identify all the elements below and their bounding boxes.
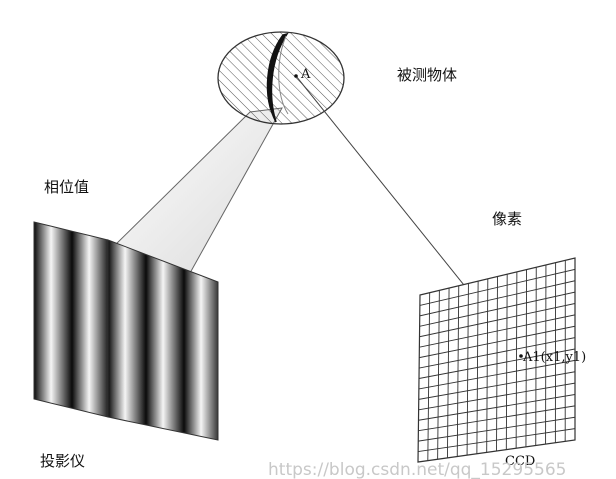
label-phase-value: 相位值	[44, 178, 89, 196]
ccd-grid-line	[418, 416, 575, 442]
watermark-text: https://blog.csdn.net/qq_15295565	[268, 460, 566, 479]
point-a-marker	[294, 74, 298, 78]
ccd-grid-line	[419, 303, 575, 338]
ccd-grid-line	[419, 325, 575, 359]
ccd-grid-line	[419, 268, 575, 306]
ccd-grid-line	[418, 394, 575, 421]
point-a1-marker	[519, 354, 523, 358]
ccd-grid-line	[418, 382, 575, 411]
ccd-grid-line	[419, 291, 575, 327]
ccd-grid-line	[418, 359, 575, 390]
label-point-a: A	[300, 67, 311, 82]
measured-object	[217, 31, 345, 125]
ccd-grid-line	[419, 337, 575, 369]
ccd-sensor-grid	[417, 257, 576, 463]
fringe-panel-right	[107, 239, 219, 441]
label-ccd: CCD	[505, 454, 535, 469]
projector-panel	[33, 221, 219, 441]
label-measured-object: 被测物体	[397, 66, 457, 84]
label-projector: 投影仪	[40, 452, 85, 470]
ccd-grid-line	[418, 405, 575, 432]
ccd-grid-line	[418, 348, 575, 379]
ccd-grid-line	[418, 428, 575, 453]
ccd-grid-line	[419, 280, 575, 317]
fringe-panel-left	[33, 221, 109, 418]
ccd-grid-line	[419, 314, 575, 348]
ccd-grid-line	[418, 371, 575, 400]
label-pixel: 像素	[492, 210, 522, 228]
label-point-a1: A1(x1,y1)	[522, 350, 586, 365]
